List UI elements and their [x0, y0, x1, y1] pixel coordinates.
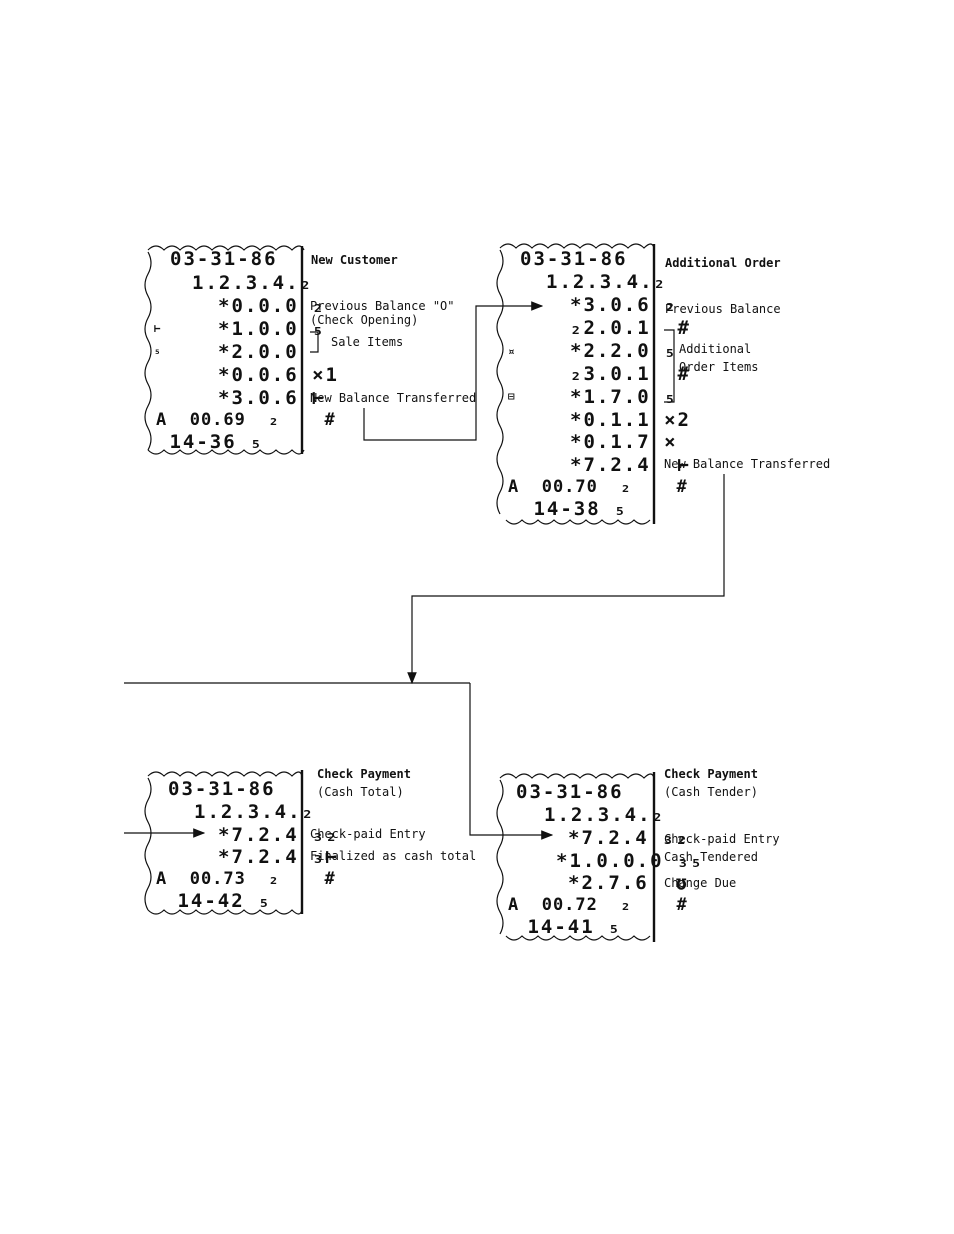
additional-order-order-items: Order Items [679, 360, 759, 374]
receipt-2-line: ₂2.0.1 # [570, 317, 691, 339]
receipt-2-line: *7.2.4 ⊢ [570, 454, 691, 476]
receipt-2-date: 03-31-86 [520, 248, 628, 270]
receipt-2-footer: A 00.70 ₂ # [508, 477, 688, 497]
receipt-3-left-edge [144, 777, 152, 911]
check-payment-total-subtitle: (Cash Total) [317, 785, 404, 799]
receipt-4-footer: A 00.72 ₂ # [508, 895, 688, 915]
receipt-2-line: *3.0.6 ₂ [570, 294, 678, 316]
additional-order-new-balance: New Balance Transferred [664, 457, 831, 471]
check-payment-tender-change: Change Due [664, 876, 737, 890]
check-payment-tender-entry: Check-paid Entry [664, 832, 780, 846]
receipt-1-line: *3.0.6 ⊢ [218, 387, 326, 409]
receipt-2-line: 1.2.3.4.₂ [546, 271, 667, 293]
check-payment-tender-subtitle: (Cash Tender) [664, 785, 758, 799]
receipt-1-line: *0.0.6 ×1 [218, 364, 339, 386]
new-customer-sale-items: Sale Items [331, 335, 404, 349]
additional-order-prev-balance: Previous Balance [665, 302, 781, 316]
receipt-1-left-edge [144, 251, 152, 451]
new-customer-title: New Customer [311, 253, 398, 267]
receipt-4-time: 14-41 ₅ [514, 916, 622, 938]
receipt-4-line: *2.7.6 ʊ [568, 872, 689, 894]
new-customer-prev-balance: Previous Balance "O" [310, 299, 455, 313]
receipt-2-time: 14-38 ₅ [520, 498, 628, 520]
receipt-1-line: *2.0.0 [218, 341, 299, 363]
check-payment-total-entry: Check-paid Entry [310, 827, 426, 841]
additional-order-title: Additional Order [665, 256, 781, 270]
receipt-4-line: 1.2.3.4.₂ [544, 804, 665, 826]
new-customer-new-balance: New Balance Transferred [310, 391, 477, 405]
receipt-4-date: 03-31-86 [516, 781, 624, 803]
receipt-2-line: *2.2.0 ₅ [570, 340, 678, 362]
additional-order-additional: Additional [679, 342, 752, 356]
receipt-2-mark: ¤ [508, 345, 515, 358]
receipt-3-time: 14-42 ₅ [164, 890, 272, 912]
receipt-1-footer: A 00.69 ₂ # [156, 410, 336, 430]
receipt-3-line: *7.2.4 ₃⊢ [218, 846, 339, 868]
flow-to-r4 [469, 683, 554, 840]
receipt-2-bottom-edge [505, 519, 651, 525]
receipt-2-line: *0.1.7 × [570, 431, 678, 453]
check-payment-total-finalized: Finalized as cash total [310, 849, 477, 863]
receipt-2-mark: ⊟ [508, 390, 515, 403]
check-payment-tender-title: Check Payment [664, 767, 758, 781]
receipt-2-left-edge [496, 249, 504, 515]
receipt-1-mark: ⊢ [154, 322, 161, 335]
check-payment-tender-tendered: Cash Tendered [664, 850, 758, 864]
receipt-3-date: 03-31-86 [168, 778, 276, 800]
receipt-4-line: *1.0.0.0 ₃₅ [556, 850, 704, 872]
receipt-1-line: *1.0.0 ₅ [218, 318, 326, 340]
receipt-2-line: *0.1.1 ×2 [570, 409, 691, 431]
receipt-4-top-edge [499, 773, 655, 779]
receipt-3-footer: A 00.73 ₂ # [156, 869, 336, 889]
receipt-1-time: 14-36 ₅ [156, 431, 264, 453]
receipt-4-left-edge [496, 779, 504, 935]
receipt-1-mark: ₅ [154, 344, 161, 357]
receipt-4-line: *7.2.4 ₃₂ [568, 827, 689, 849]
receipt-1-line: *0.0.0 ₂ [218, 295, 326, 317]
new-customer-check-opening: (Check Opening) [310, 313, 419, 327]
receipt-1-line: 1.2.3.4.₂ [192, 272, 313, 294]
receipt-3-top-edge [147, 771, 303, 777]
receipt-2-line: *1.7.0 ₅ [570, 386, 678, 408]
receipt-1-date: 03-31-86 [170, 248, 278, 270]
receipt-2-line: ₂3.0.1 # [570, 363, 691, 385]
receipt-3-line: 1.2.3.4.₂ [194, 801, 315, 823]
check-payment-total-title: Check Payment [317, 767, 411, 781]
receipt-3-line: *7.2.4 ₃₂ [218, 824, 339, 846]
